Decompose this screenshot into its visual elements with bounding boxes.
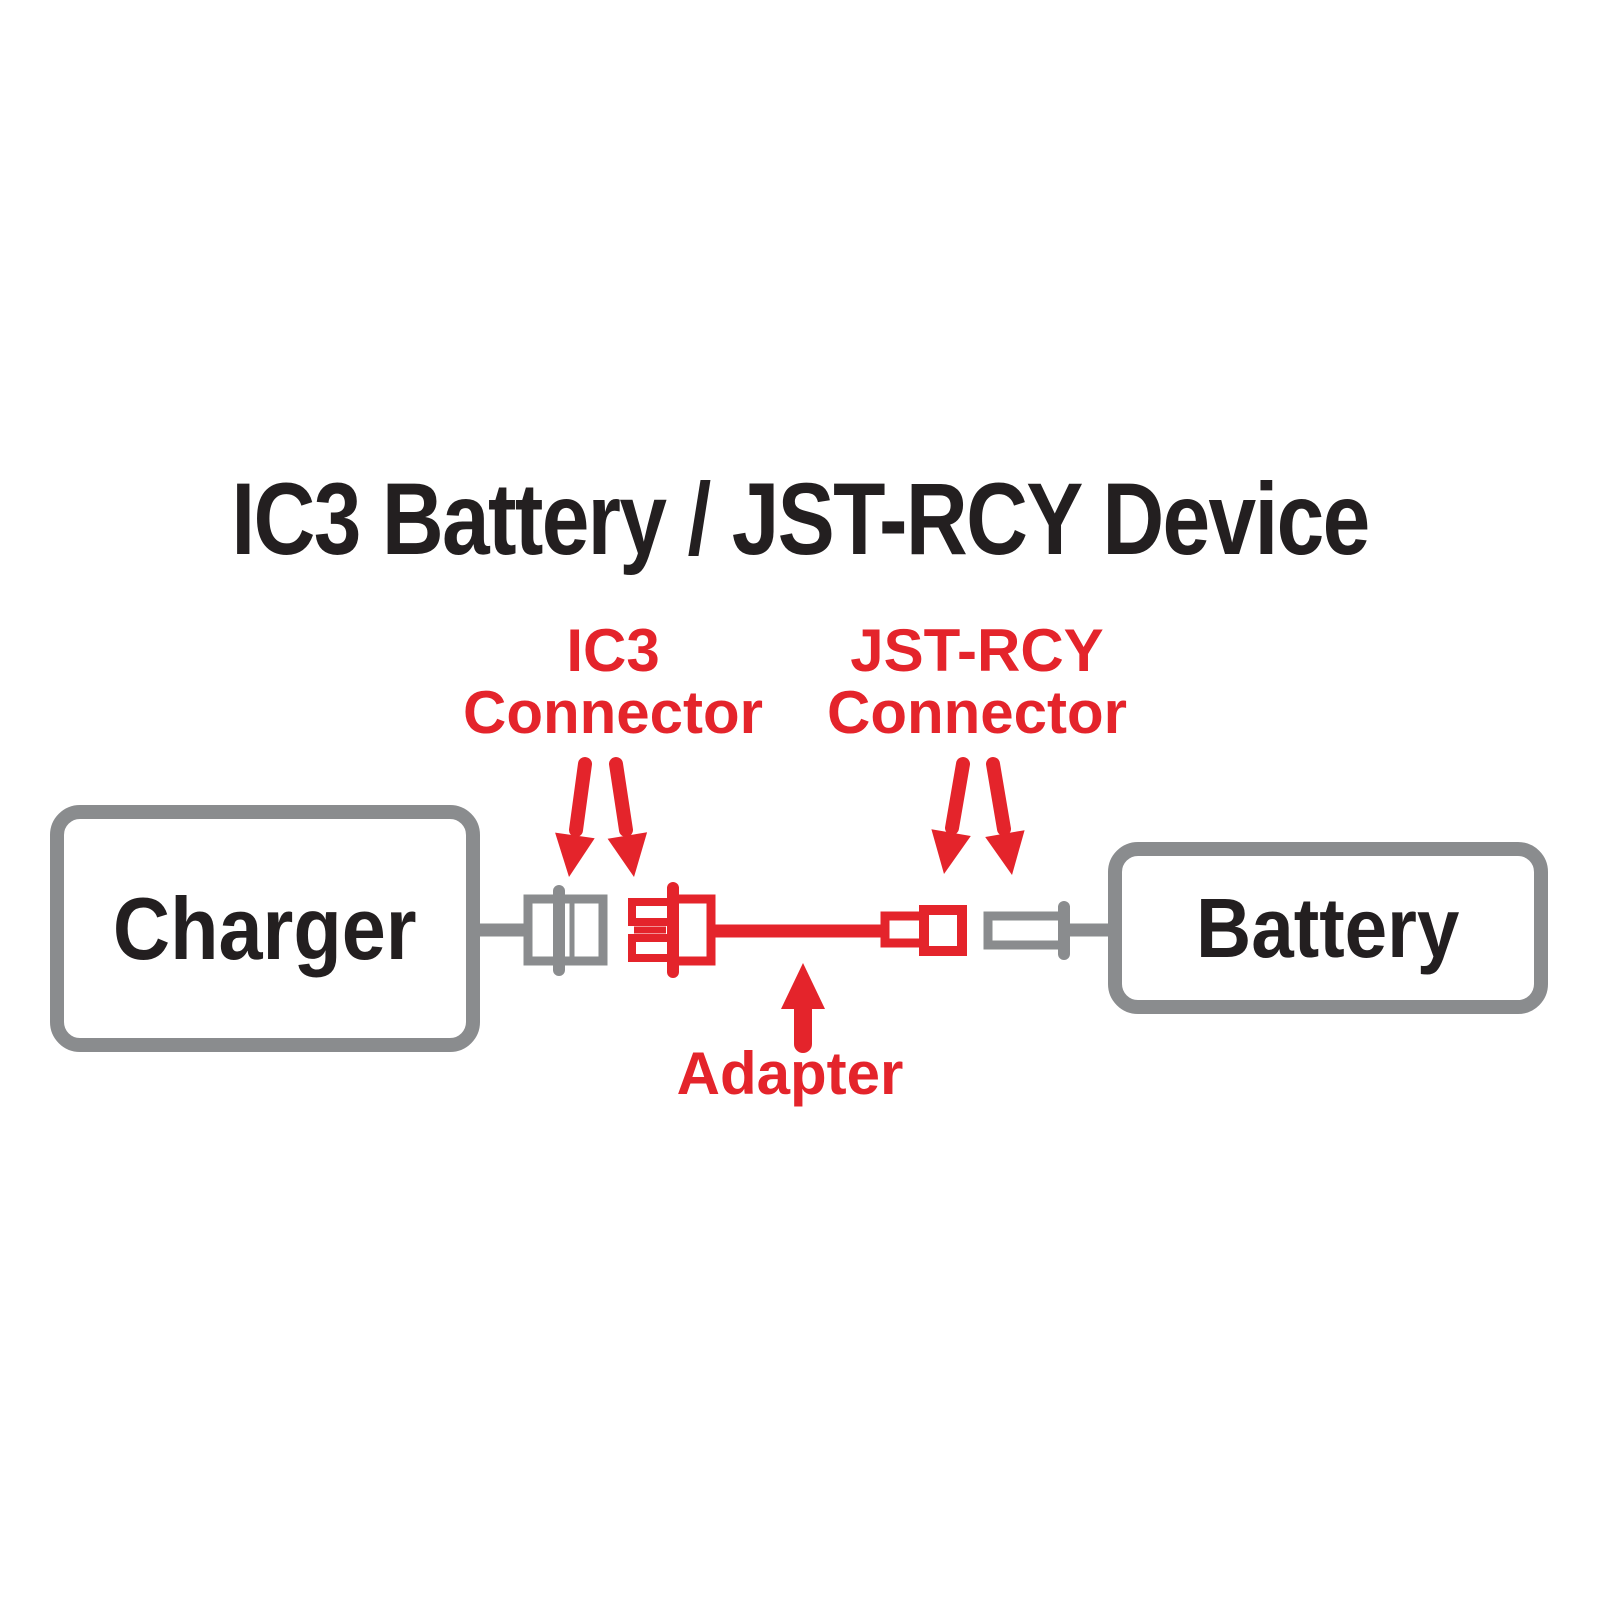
ic3-callout-line2: Connector: [463, 679, 763, 746]
page-title: IC3 Battery / JST-RCY Device: [231, 462, 1370, 576]
ic3-callout-line1: IC3: [566, 617, 660, 684]
down-arrow-icon: [985, 757, 1025, 875]
ic3-connector-red-icon: [628, 882, 716, 978]
ic3-connector-gray-icon: [523, 885, 608, 976]
jst-rcy-connector-red-icon: [880, 905, 967, 956]
jst-rcy-callout-line1: JST-RCY: [850, 617, 1104, 684]
up-arrow-icon: [781, 963, 825, 1053]
charger-label: Charger: [113, 878, 417, 978]
down-arrow-icon: [607, 757, 648, 877]
charger-node: Charger: [50, 805, 480, 1052]
down-arrow-icon: [931, 757, 971, 874]
jst-rcy-connector-gray-icon: [983, 901, 1112, 960]
jst-rcy-callout-line2: Connector: [827, 679, 1127, 746]
battery-label: Battery: [1196, 880, 1460, 975]
down-arrow-icon: [555, 757, 595, 877]
ic3-connector-callout: IC3 Connector: [413, 620, 813, 744]
battery-node: Battery: [1108, 842, 1548, 1014]
jst-rcy-connector-callout: JST-RCY Connector: [777, 620, 1177, 744]
adapter-label: Adapter: [676, 1040, 904, 1107]
